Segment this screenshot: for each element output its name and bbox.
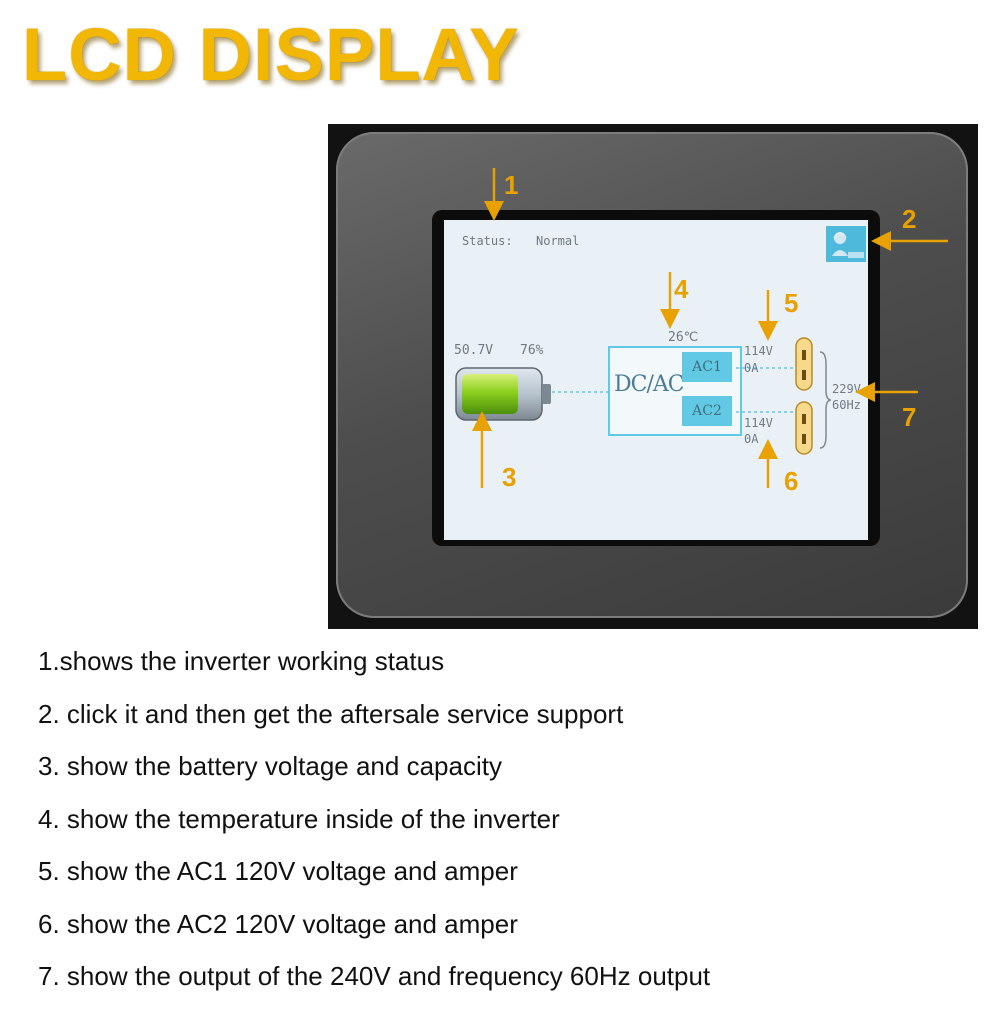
page-title: LCD DISPLAY [22,13,520,96]
callout-arrows [472,168,948,488]
description-item-3: 3. show the battery voltage and capacity [38,751,502,781]
callout-3: 3 [502,462,517,492]
ac1-button[interactable]: AC1 [682,352,732,382]
customer-service-icon [832,232,864,258]
callout-2: 2 [902,204,917,234]
ac-socket-icon [795,337,813,455]
output-voltage: 229V [832,382,861,396]
callout-5: 5 [784,288,799,318]
description-item-5: 5. show the AC1 120V voltage and amper [38,856,518,886]
callout-4: 4 [674,274,689,304]
battery-capacity: 76% [520,343,544,358]
ac2-button[interactable]: AC2 [682,396,732,426]
ac2-voltage: 114V [744,416,773,430]
callout-6: 6 [784,466,799,496]
inverter-panel: Status: Normal 50.7V 76% [328,124,978,629]
description-item-1: 1.shows the inverter working status [38,646,445,676]
ac1-voltage: 114V [744,344,773,358]
description-item-4: 4. show the temperature inside of the in… [38,803,560,834]
description-item-2: 2. click it and then get the aftersale s… [38,698,624,729]
description-item-7: 7. show the output of the 240V and frequ… [38,961,711,991]
battery-icon [455,367,551,421]
callout-1: 1 [504,170,519,200]
output-brace [819,351,832,449]
support-button[interactable] [826,226,866,262]
ac-output-lines [736,367,794,413]
description-item-6: 6. show the AC2 120V voltage and amper [38,908,518,939]
battery-voltage: 50.7V [454,343,494,358]
battery-level-fill [462,374,518,414]
description-list: 1.shows the inverter working status 2. c… [38,644,710,1012]
lcd-screen: Status: Normal 50.7V 76% [444,220,868,540]
ac2-current: 0A [744,432,759,446]
status-value: Normal [536,234,580,248]
status-label: Status: [462,234,513,248]
dcac-label: DC/AC [614,372,685,397]
callout-7: 7 [902,402,917,432]
ac1-current: 0A [744,361,759,375]
temperature-reading: 26℃ [668,330,699,345]
output-frequency: 60Hz [832,398,861,412]
